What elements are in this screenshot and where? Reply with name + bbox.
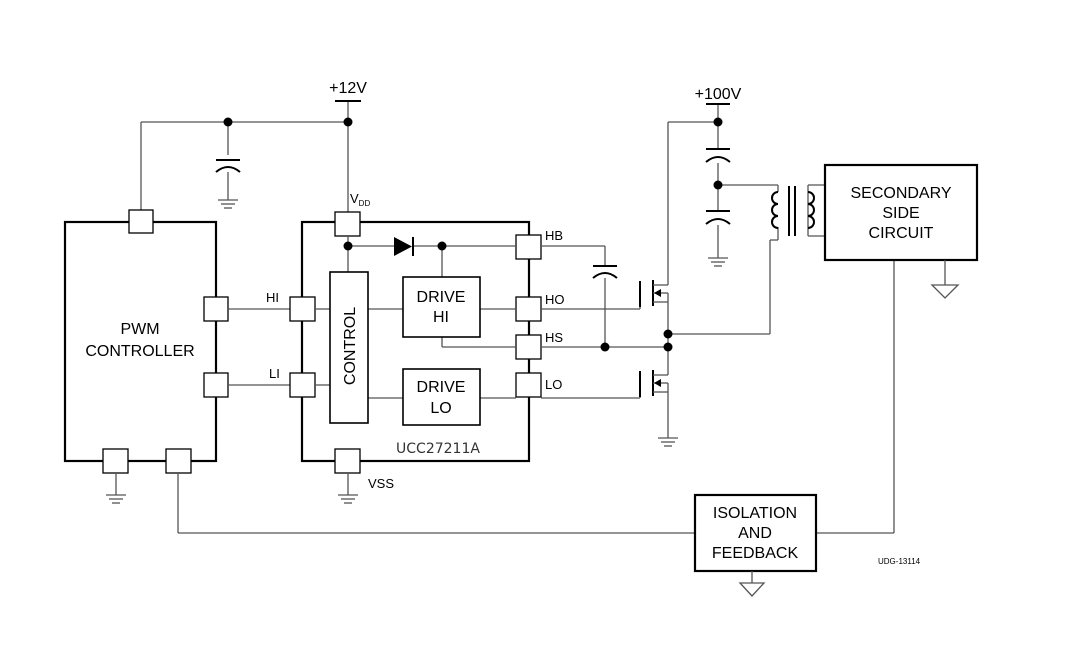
- pwm-label-line-2: CONTROLLER: [85, 343, 194, 360]
- low-side-mosfet: [639, 370, 669, 398]
- hv-rail-label: +100V: [695, 86, 742, 103]
- junction-dot: [600, 342, 610, 352]
- isolation-feedback-block: [693, 493, 818, 573]
- vdd-pin-label: VDD: [350, 191, 370, 208]
- isolation-label-line-2: AND: [738, 525, 772, 542]
- control-label: CONTROL: [342, 307, 359, 385]
- internal-wiring: [315, 236, 516, 399]
- secondary-label-line-2: SIDE: [882, 205, 919, 222]
- li-signal-label: LI: [269, 366, 280, 381]
- pwm-label-line-1: PWM: [120, 321, 159, 338]
- bootstrap-capacitor: [592, 265, 618, 279]
- drive-hi-label-line-2: HI: [433, 309, 449, 326]
- vss-pin: [334, 448, 361, 474]
- pwm-gnd-pin: [102, 448, 129, 474]
- ho-pin-label: HO: [545, 292, 565, 307]
- junction-dot: [713, 117, 723, 127]
- isolation-label-line-1: ISOLATION: [713, 505, 797, 522]
- junction-dot: [437, 241, 447, 251]
- ground-symbol-vcc-cap: [218, 199, 238, 209]
- vcc-bus-wires: [140, 101, 349, 212]
- pwm-hi-pin: [203, 296, 229, 322]
- control-block: [329, 271, 369, 424]
- drive-hi-label-line-1: DRIVE: [417, 289, 466, 306]
- vdd-pin: [334, 211, 361, 237]
- pwm-vcc-pin: [128, 209, 154, 234]
- hs-pin: [515, 334, 542, 360]
- drive-lo-block: [402, 368, 481, 426]
- pwm-li-pin: [203, 372, 229, 398]
- vss-ground: [338, 473, 358, 504]
- ground-symbol-secondary: [930, 260, 960, 299]
- ground-symbol-split-cap: [708, 257, 728, 267]
- vcc-decoupling-capacitor: [215, 159, 241, 173]
- junction-dot: [713, 180, 723, 190]
- lo-pin-label: LO: [545, 377, 562, 392]
- hs-pin-label: HS: [545, 330, 563, 345]
- secondary-side-block: [823, 163, 979, 262]
- secondary-label-line-1: SECONDARY: [850, 185, 951, 202]
- junction-dot: [663, 342, 673, 352]
- ground-symbol-low-side: [658, 437, 678, 447]
- figure-id: UDG-13114: [878, 557, 921, 566]
- hb-pin-label: HB: [545, 228, 563, 243]
- drive-lo-label-line-2: LO: [430, 400, 451, 417]
- vss-pin-label: VSS: [368, 476, 394, 491]
- high-side-mosfet: [639, 280, 669, 309]
- vcc-rail-label: +12V: [329, 80, 367, 97]
- junction-dot: [223, 117, 233, 127]
- lo-pin: [515, 372, 542, 398]
- split-capacitor-bottom: [705, 210, 731, 225]
- transformer: [771, 186, 815, 236]
- junction-dot: [343, 117, 353, 127]
- bootstrap-diode: [394, 237, 414, 256]
- hi-signal-label: HI: [266, 290, 279, 305]
- secondary-label-line-3: CIRCUIT: [869, 225, 934, 242]
- pwm-fb-pin: [165, 448, 192, 474]
- split-capacitor-top: [705, 148, 731, 163]
- junction-dot: [343, 241, 353, 251]
- pwm-controller-block: [63, 220, 218, 463]
- drive-lo-label-line-1: DRIVE: [417, 379, 466, 396]
- isolation-label-line-3: FEEDBACK: [712, 545, 799, 562]
- pwm-gnd-wire: [106, 473, 126, 504]
- ground-symbol-isolation: [738, 571, 766, 597]
- drive-hi-block: [402, 276, 481, 338]
- hi-pin: [289, 296, 316, 322]
- junction-dot: [663, 329, 673, 339]
- chip-part-number: UCC27211A: [396, 441, 480, 457]
- ho-pin: [515, 296, 542, 322]
- hb-pin: [515, 234, 542, 260]
- li-pin: [289, 372, 316, 398]
